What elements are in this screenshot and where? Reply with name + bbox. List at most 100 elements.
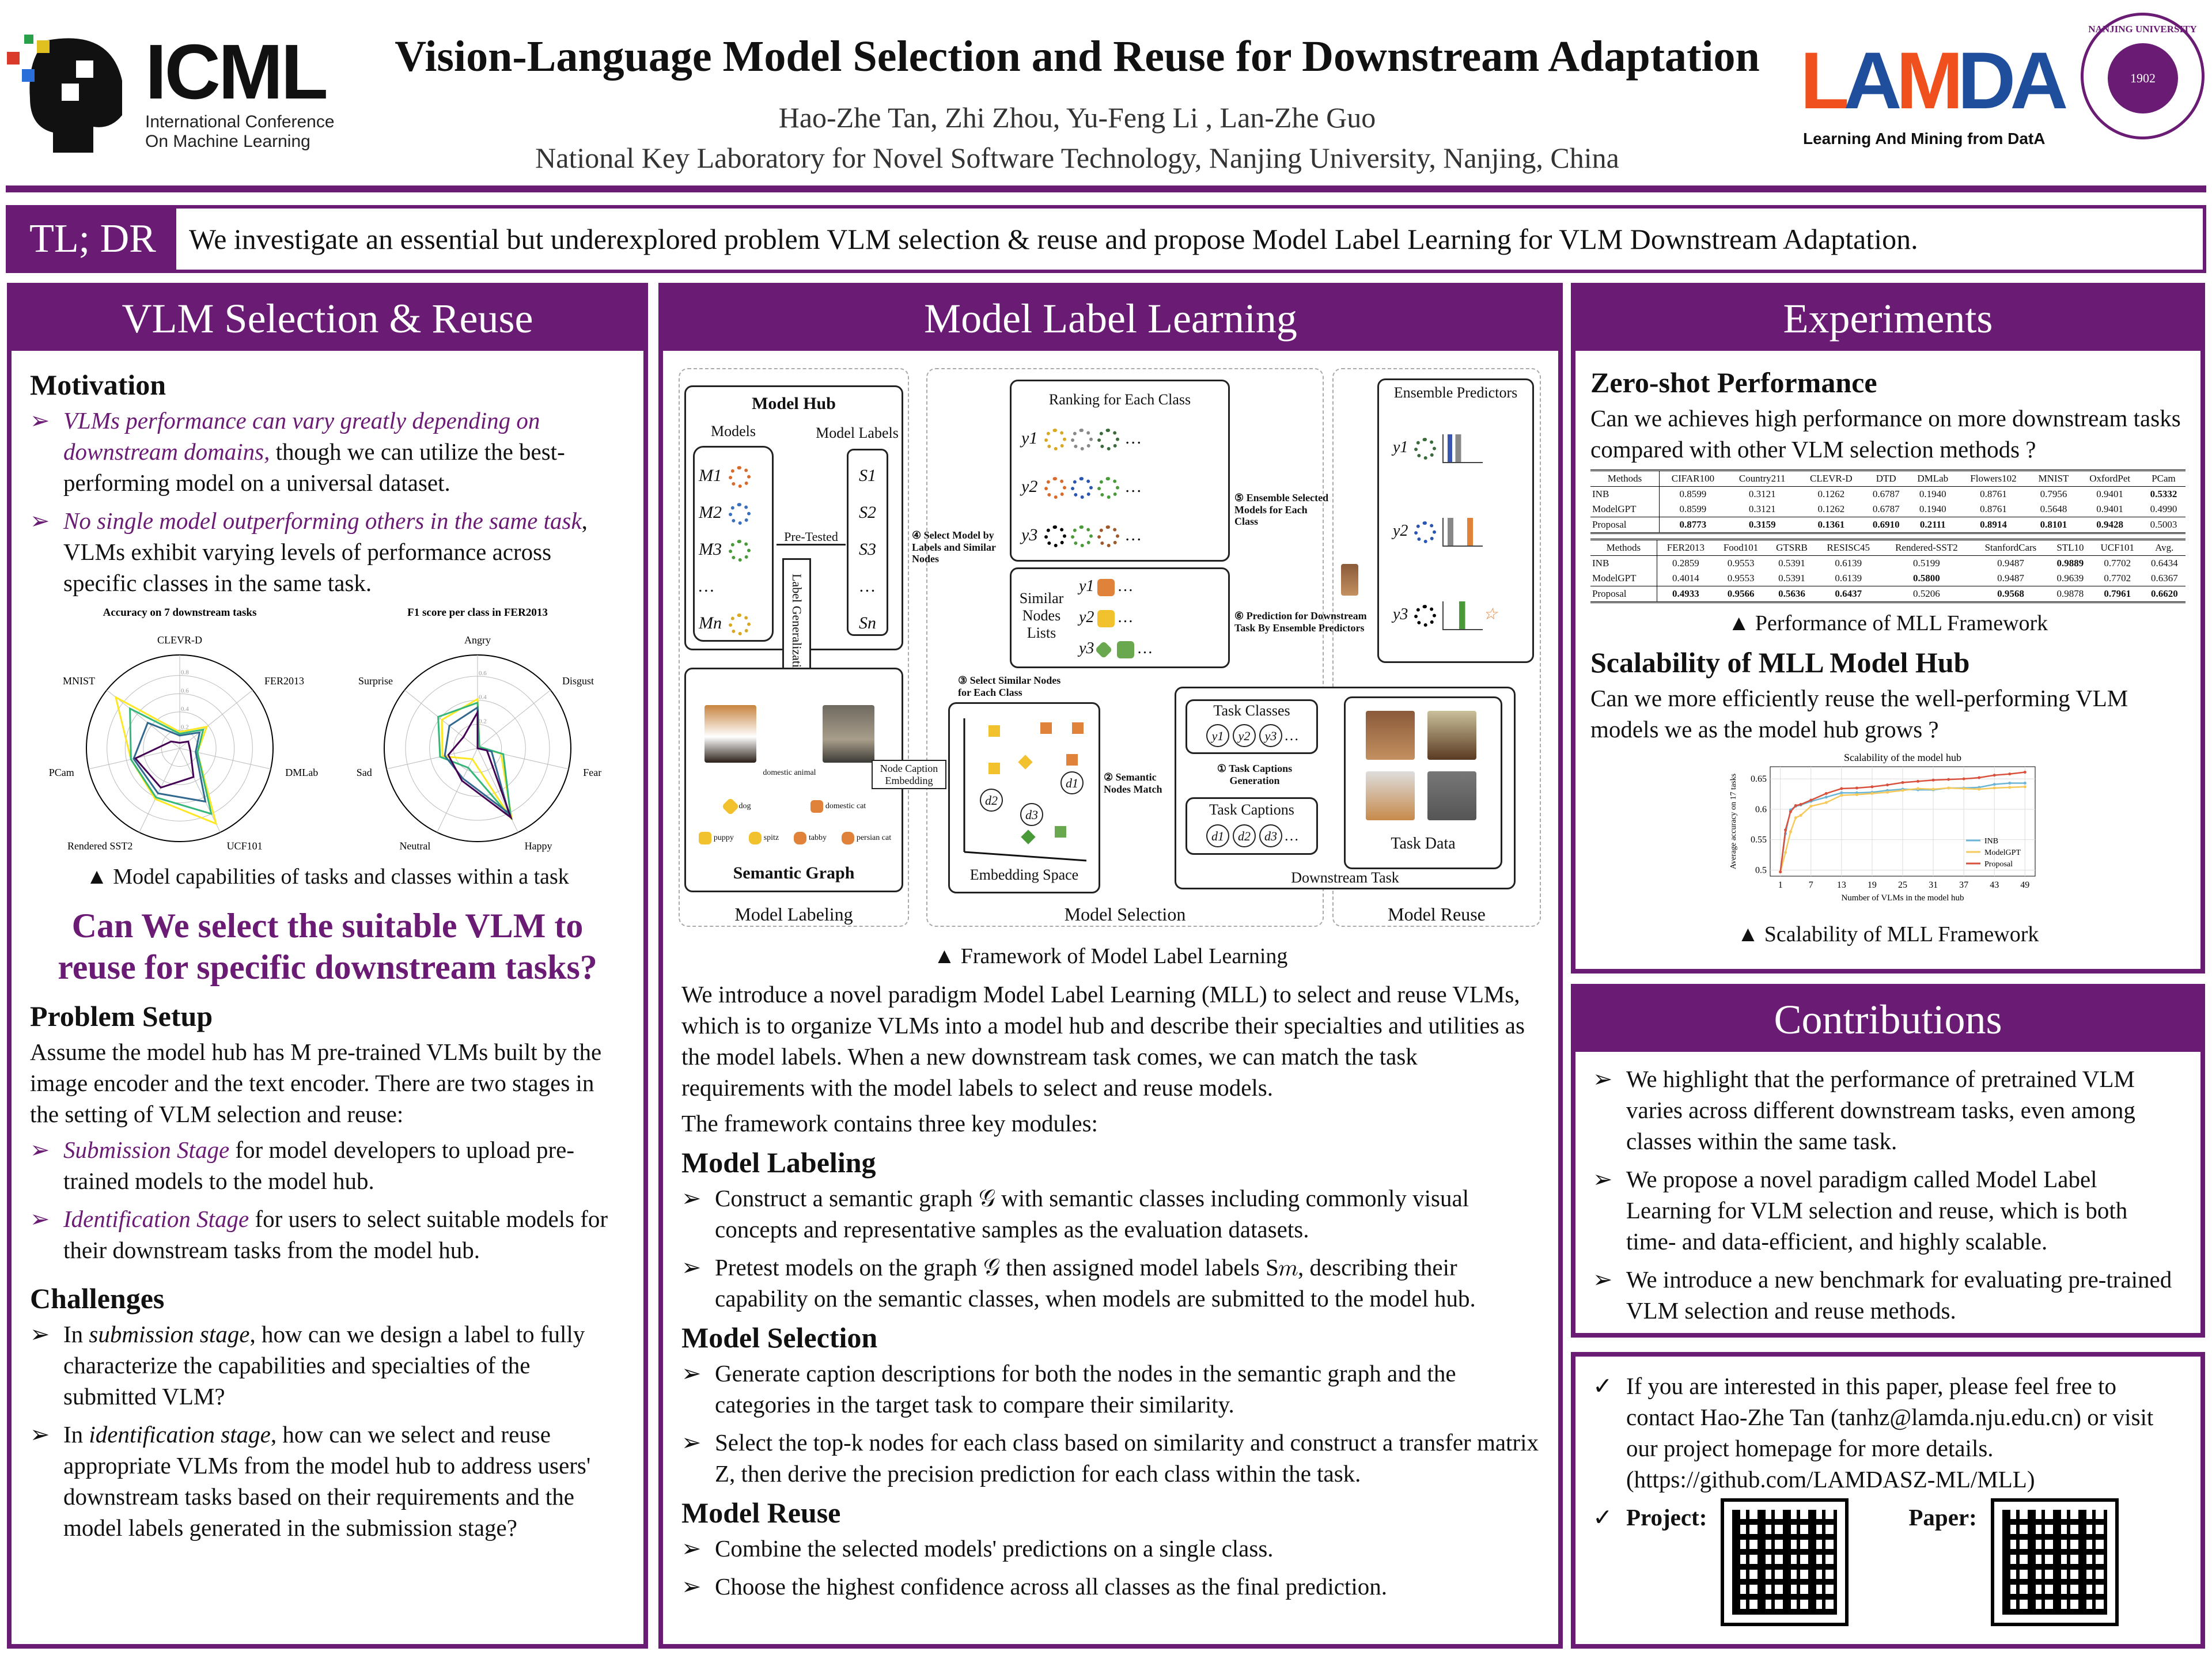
arrow-bullet-icon: ➢ bbox=[30, 1421, 50, 1448]
data-point bbox=[1789, 830, 1792, 834]
x-axis-label: Number of VLMs in the model hub bbox=[1841, 893, 1964, 903]
radar-axis-label: UCF101 bbox=[227, 840, 263, 851]
data-point bbox=[2023, 785, 2027, 789]
model-reuse-heading: Model Reuse bbox=[681, 1497, 841, 1529]
column-vlm-selection: VLM Selection & Reuse Motivation ➢VLMs p… bbox=[7, 283, 648, 1649]
paper-qr-code[interactable] bbox=[1990, 1498, 2119, 1626]
data-point bbox=[1977, 787, 1980, 791]
node-puppy: puppy bbox=[696, 832, 734, 844]
model-name: M2 bbox=[699, 503, 722, 522]
value-cell: 0.3121 bbox=[1748, 503, 1776, 514]
arrow-bullet-icon: ➢ bbox=[681, 1360, 702, 1387]
value-cell: 0.9889 bbox=[2056, 558, 2084, 569]
ellipsis: … bbox=[1284, 827, 1299, 844]
ellipsis: … bbox=[1118, 577, 1133, 595]
star-icon: ☆ bbox=[1483, 605, 1498, 623]
value-cell: 0.4933 bbox=[1657, 586, 1714, 603]
similar-row: y1… bbox=[1079, 571, 1223, 602]
text: Choose the highest confidence across all… bbox=[715, 1573, 1387, 1600]
radar-axis-label: Rendered SST2 bbox=[67, 840, 132, 851]
legend-label: ModelGPT bbox=[1984, 849, 2021, 857]
radar-series-model-b bbox=[129, 707, 213, 815]
chart-title: F1 score per class in FER2013 bbox=[407, 607, 548, 619]
data-point bbox=[1824, 796, 1828, 799]
node-label: puppy bbox=[713, 834, 734, 843]
intro-text-2: The framework contains three key modules… bbox=[681, 1110, 1098, 1137]
radar-tick-label: 0.6 bbox=[181, 687, 189, 694]
ellipsis: … bbox=[1118, 608, 1133, 626]
x-tick-label: 37 bbox=[1959, 880, 1968, 890]
model-item: M2 bbox=[699, 494, 774, 531]
value-cell: 0.9487 bbox=[1997, 573, 2024, 584]
column-header: Avg. bbox=[2143, 539, 2186, 556]
motivation-heading: Motivation bbox=[30, 369, 166, 401]
value-cell: 0.8101 bbox=[2029, 517, 2078, 534]
value-cell: 0.8599 bbox=[1679, 503, 1707, 514]
model-labeling-label: Model Labeling bbox=[734, 904, 853, 925]
model-icon bbox=[728, 466, 751, 488]
emph: identification stage bbox=[89, 1421, 271, 1448]
downstream-task-label: Downstream Task bbox=[1291, 869, 1399, 886]
embedding-space-box bbox=[948, 702, 1100, 893]
ellipsis: … bbox=[1126, 429, 1142, 448]
value-cell: 0.9566 bbox=[1714, 586, 1768, 603]
value-cell: 0.9553 bbox=[1727, 573, 1755, 584]
value-cell: 0.1262 bbox=[1817, 488, 1845, 499]
model-selection-heading: Model Selection bbox=[681, 1321, 878, 1354]
label-item: S1 bbox=[859, 466, 876, 485]
step3-label: ③ Select Similar Nodes for Each Class bbox=[958, 675, 1061, 698]
column-header: OxfordPet bbox=[2078, 469, 2142, 487]
table-caption: ▲ Performance of MLL Framework bbox=[1728, 611, 2048, 635]
value-cell: 0.7702 bbox=[2104, 558, 2131, 569]
contact-text[interactable]: If you are interested in this paper, ple… bbox=[1626, 1373, 2154, 1493]
project-qr-code[interactable] bbox=[1721, 1498, 1849, 1626]
text: Select the top-k nodes for each class ba… bbox=[715, 1429, 1539, 1487]
icml-wordmark: ICML bbox=[145, 28, 328, 115]
x-tick-label: 25 bbox=[1898, 880, 1907, 890]
column-header: Methods bbox=[1590, 539, 1657, 556]
dog-image bbox=[1427, 711, 1476, 760]
data-point bbox=[1885, 783, 1889, 787]
pretested-arrow: Pre-Tested bbox=[777, 529, 846, 546]
arrow-bullet-icon: ➢ bbox=[30, 507, 50, 534]
data-point bbox=[1993, 783, 1996, 786]
query-image bbox=[1341, 564, 1358, 596]
method-cell: Proposal bbox=[1590, 586, 1657, 603]
arrow-bullet-icon: ➢ bbox=[30, 1321, 50, 1347]
radar-axis-label: Angry bbox=[464, 634, 491, 646]
text: , how can we design a label to fully cha… bbox=[63, 1321, 585, 1410]
column-header: PCam bbox=[2141, 469, 2186, 487]
cat-image bbox=[823, 705, 874, 763]
node-dog: dog bbox=[713, 797, 759, 816]
radar-chart-tasks: Accuracy on 7 downstream tasks0.20.40.60… bbox=[49, 607, 319, 851]
value-cell: 0.8773 bbox=[1659, 517, 1726, 534]
data-point bbox=[1783, 828, 1787, 832]
method-cell: INB bbox=[1590, 486, 1660, 502]
model-name: M3 bbox=[699, 540, 722, 559]
radar-series-model-d bbox=[134, 740, 195, 789]
lamda-subtitle: Learning And Mining from DatA bbox=[1803, 130, 2046, 147]
bar-chart-icon bbox=[1442, 434, 1483, 463]
value-cell: 0.8599 bbox=[1679, 488, 1707, 499]
data-point bbox=[1789, 810, 1792, 813]
leaf-nodes: puppy spitz tabby persian cat bbox=[690, 832, 897, 844]
list-item: ➢Select the top-k nodes for each class b… bbox=[681, 1427, 1540, 1489]
seal-text: NANJING UNIVERSITY bbox=[2088, 24, 2197, 35]
text: Pretest models on the graph 𝒢 then assig… bbox=[715, 1254, 1476, 1312]
value-cell: 0.6787 bbox=[1872, 503, 1900, 514]
value-cell: 0.6620 bbox=[2143, 586, 2186, 603]
check-icon: ✓ bbox=[1593, 1504, 1613, 1531]
value-cell: 0.2111 bbox=[1908, 517, 1958, 534]
paper-label: Paper: bbox=[1908, 1504, 1977, 1531]
caption-node: d3 bbox=[1259, 824, 1282, 847]
node-label: dog bbox=[738, 802, 751, 811]
header-divider bbox=[6, 185, 2206, 192]
label-item: S2 bbox=[859, 503, 876, 522]
check-icon: ✓ bbox=[1593, 1373, 1613, 1399]
text: for model developers to upload pre-train… bbox=[63, 1137, 575, 1194]
